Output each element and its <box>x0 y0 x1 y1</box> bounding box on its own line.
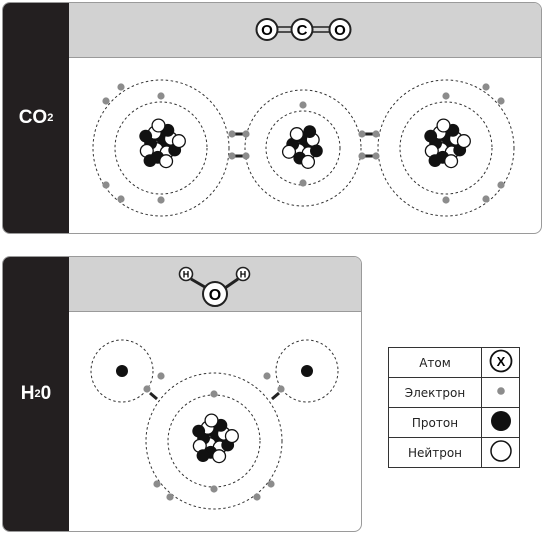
co2-icon-atom-2: C <box>297 22 308 39</box>
h2o-hydrogen-atom-right <box>275 339 339 403</box>
proton <box>310 144 323 158</box>
legend-neutron-icon <box>481 437 520 468</box>
electron <box>228 152 236 160</box>
co2-oxygen-atom-right <box>377 79 515 217</box>
electron <box>277 385 285 393</box>
electron <box>210 390 218 398</box>
proton <box>196 449 210 462</box>
proton <box>139 129 153 143</box>
co2-label-sub: 2 <box>47 112 54 124</box>
legend-table: Атом X Электрон Протон Нейтрон <box>388 347 520 468</box>
legend-row-neutron: Нейтрон <box>388 437 520 468</box>
legend-label-proton: Протон <box>388 407 482 438</box>
proton <box>303 125 317 138</box>
electron <box>228 130 236 138</box>
electron <box>242 130 250 138</box>
electron <box>358 130 366 138</box>
electron <box>117 83 125 91</box>
co2-label-main: CO <box>18 107 48 128</box>
electron <box>242 152 250 160</box>
electron <box>497 97 505 105</box>
electron <box>299 179 307 187</box>
nuclei-layer <box>139 118 471 464</box>
legend-label-electron: Электрон <box>388 377 482 408</box>
h2o-icon-atom-3: H <box>240 270 247 280</box>
h2o-icon-atom-2: O <box>209 287 221 304</box>
legend-row-proton: Протон <box>388 407 520 438</box>
neutron <box>171 134 186 149</box>
h2o-bonds <box>149 391 280 401</box>
proton <box>428 154 442 168</box>
electrons-layer <box>102 83 505 501</box>
neutron <box>224 429 239 444</box>
electron <box>358 152 366 160</box>
legend-label-atom: Атом <box>388 347 482 378</box>
electron <box>153 480 161 488</box>
neutron <box>436 118 451 133</box>
proton <box>143 154 157 168</box>
electron <box>102 181 110 189</box>
neutron <box>300 154 316 169</box>
h2o-label-end: 0 <box>40 383 52 404</box>
electron <box>210 485 218 493</box>
neutron <box>456 134 471 149</box>
neutron <box>212 449 227 464</box>
neutron <box>204 413 219 428</box>
neutron <box>159 154 174 169</box>
electron <box>372 152 380 160</box>
h2o-icon-atom-1: H <box>183 270 190 280</box>
electron <box>143 385 151 393</box>
co2-oxygen-atom-left <box>92 79 230 217</box>
legend-row-electron: Электрон <box>388 377 520 408</box>
legend-label-neutron: Нейтрон <box>388 437 482 468</box>
electron <box>482 195 490 203</box>
proton <box>192 424 206 438</box>
neutron <box>151 118 166 133</box>
electron <box>442 92 450 100</box>
neutron <box>444 154 459 169</box>
electron <box>117 195 125 203</box>
legend-atom-symbol: X <box>496 354 505 369</box>
co2-molecule-icon: O C O <box>255 18 352 41</box>
neutron <box>289 127 304 142</box>
electron <box>157 196 165 204</box>
hydrogen-nucleus <box>301 365 313 377</box>
electron <box>157 92 165 100</box>
legend-atom-icon: X <box>481 347 520 378</box>
electron <box>102 97 110 105</box>
co2-icon-atom-1: O <box>261 22 273 39</box>
electron <box>442 196 450 204</box>
electron <box>166 493 174 501</box>
electron <box>253 493 261 501</box>
legend-electron-icon <box>481 377 520 408</box>
h2o-label-main: H <box>20 383 35 404</box>
electron <box>157 372 165 380</box>
electron <box>263 372 271 380</box>
h2o-label-sub: 2 <box>34 388 41 400</box>
co2-icon-atom-3: O <box>334 22 346 39</box>
h2o-hydrogen-atom-left <box>90 339 154 403</box>
electron <box>497 181 505 189</box>
neutron <box>281 144 297 159</box>
electron <box>372 130 380 138</box>
hydrogen-nucleus <box>116 365 128 377</box>
electron <box>482 83 490 91</box>
proton <box>424 129 438 143</box>
h2o-molecule-icon: H O H <box>178 266 251 307</box>
legend-row-atom: Атом X <box>388 347 520 378</box>
legend-proton-icon <box>481 407 520 438</box>
electron <box>267 480 275 488</box>
co2-carbon-atom <box>244 89 362 207</box>
electron <box>299 101 307 109</box>
